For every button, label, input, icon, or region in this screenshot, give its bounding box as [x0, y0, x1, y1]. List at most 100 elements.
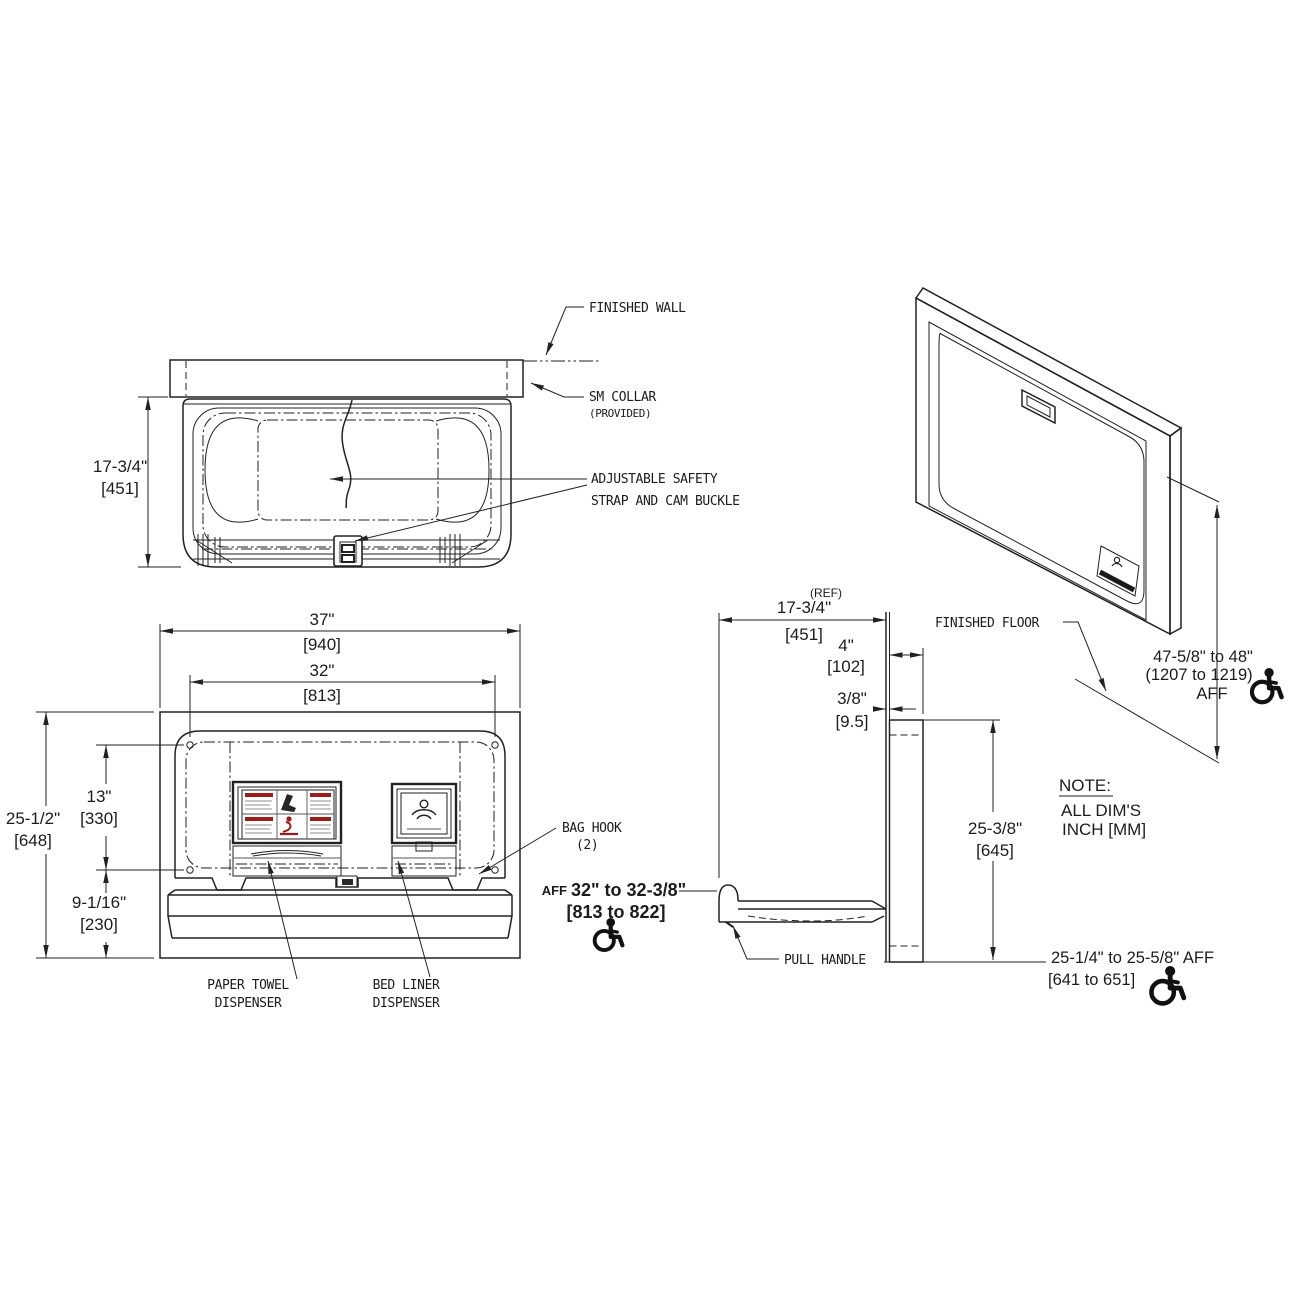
- mounting-hole: [186, 866, 194, 874]
- dim-ref: (REF): [810, 586, 842, 600]
- aff-closed-line1: 47-5/8" to 48": [1153, 648, 1253, 666]
- callout-finished-wall: FINISHED WALL: [545, 301, 687, 356]
- dim-collar-thickness: 3/8" [9.5]: [835, 689, 916, 731]
- note-title: NOTE:: [1059, 776, 1111, 795]
- bed-liner-label-2: DISPENSER: [373, 996, 440, 1011]
- dim-label-mm: [645]: [976, 841, 1014, 860]
- wall-box-profile: [884, 612, 1046, 963]
- dim-label: 37": [310, 610, 335, 629]
- callout-paper-towel: PAPER TOWEL DISPENSER: [207, 860, 298, 1011]
- fall-hazard-pictogram: [280, 816, 298, 836]
- callout-sm-collar: SM COLLAR (PROVIDED): [530, 382, 657, 420]
- tray-well-left: [204, 417, 259, 523]
- dim-box-height: 25-3/8" [645]: [892, 719, 1022, 960]
- aff-prefix: AFF: [542, 883, 567, 898]
- dim-tray-depth: 17-3/4" [451]: [93, 396, 181, 568]
- door-frame-inner: [928, 321, 1147, 621]
- aff-bottom-height: 25-1/4" to 25-5/8" AFF [641 to 651]: [1048, 949, 1214, 1003]
- aff-open-height: AFF 32" to 32-3/8" [813 to 822]: [542, 880, 717, 950]
- dim-label: 17-3/4": [93, 457, 147, 476]
- pull-handle-label: PULL HANDLE: [784, 953, 866, 968]
- dim-label-mm: [102]: [827, 657, 865, 676]
- paper-towel-slot: [232, 845, 342, 877]
- recessed-box: [888, 719, 924, 963]
- dim-label-mm: [940]: [303, 635, 341, 654]
- mounting-hole: [186, 741, 194, 749]
- safety-strap: [341, 399, 353, 509]
- bag-hook-label: BAG HOOK: [562, 821, 622, 836]
- dim-label: 32": [310, 661, 335, 680]
- dim-label: 25-3/8": [968, 819, 1022, 838]
- strap-anchor-left: [195, 534, 233, 566]
- dim-label-mm: [330]: [80, 809, 118, 828]
- dim-label: 13": [87, 787, 112, 806]
- finished-floor-label: FINISHED FLOOR: [935, 616, 1040, 631]
- note-line1: ALL DIM'S: [1061, 801, 1141, 820]
- strap-anchor-right: [439, 534, 489, 566]
- bed-liner-label-1: BED LINER: [373, 978, 440, 993]
- dim-hole-spacing: 32" [813]: [189, 661, 496, 737]
- dim-overall-height: 25-1/2" [648]: [6, 711, 154, 959]
- aff-range: 32" to 32-3/8": [571, 880, 686, 900]
- finished-floor-plane: [1074, 678, 1220, 764]
- baby-logo: [407, 799, 441, 830]
- strap-label-2: STRAP AND CAM BUCKLE: [591, 494, 740, 509]
- cabinet-side-face: [1169, 426, 1182, 636]
- open-tray-profile: [718, 884, 887, 928]
- aff-range-mm: [813 to 822]: [566, 902, 665, 922]
- open-tray-plan: [182, 398, 512, 568]
- door-sticker: [1096, 545, 1140, 597]
- aff-closed-line3: AFF: [1196, 685, 1227, 703]
- dim-label: 9-1/16": [72, 893, 126, 912]
- dim-box-depth: 4" [102]: [827, 636, 924, 714]
- tray-front-edge: [167, 889, 513, 939]
- callout-finished-floor: FINISHED FLOOR: [935, 616, 1107, 692]
- dim-label-mm: [813]: [303, 686, 341, 705]
- paper-towel-label-1: PAPER TOWEL: [207, 978, 289, 993]
- dim-overall-width: 37" [940]: [159, 610, 521, 708]
- perspective-view: 47-5/8" to 48" (1207 to 1219) AFF: [914, 287, 1282, 764]
- callout-bed-liner: BED LINER DISPENSER: [373, 860, 440, 1011]
- dim-lower-holes: 9-1/16" [230]: [72, 870, 126, 958]
- warning-label-window: [231, 780, 343, 845]
- sm-collar-label: SM COLLAR: [589, 390, 656, 405]
- dim-label: 17-3/4": [777, 598, 831, 617]
- mounting-hole: [491, 866, 499, 874]
- recessed-handle: [1021, 388, 1056, 425]
- sm-collar-note: (PROVIDED): [589, 407, 651, 420]
- mattress-area: [257, 419, 439, 521]
- aff-closed-line2: (1207 to 1219): [1145, 666, 1252, 684]
- paper-towel-label-2: DISPENSER: [215, 996, 282, 1011]
- cabinet-front-face: [915, 296, 1171, 636]
- cabinet-top-face: [914, 287, 1183, 437]
- dim-label-mm: [9.5]: [835, 712, 868, 731]
- bed-liner-window: [390, 782, 458, 845]
- dim-label: 4": [838, 636, 854, 655]
- dim-label-mm: [648]: [14, 831, 52, 850]
- side-view: (REF) 17-3/4" [451] 4" [102] 3/8" [9.5] …: [718, 586, 1214, 1003]
- tray-well-right: [435, 417, 490, 523]
- dim-label-mm: [451]: [785, 625, 823, 644]
- door-panel: [938, 332, 1145, 605]
- front-view: 37" [940] 32" [813] 25-1/2" [648] 13" [3…: [6, 610, 717, 1011]
- strap-label-1: ADJUSTABLE SAFETY: [591, 472, 718, 487]
- dim-label: 3/8": [837, 689, 867, 708]
- collar-face: [159, 711, 521, 959]
- dim-label-mm: [451]: [101, 479, 139, 498]
- warning-text-blocks: [245, 793, 331, 836]
- dim-label: 25-1/2": [6, 809, 60, 828]
- dim-label-mm: [230]: [80, 915, 118, 934]
- callout-pull-handle: PULL HANDLE: [732, 925, 866, 968]
- bag-hook-qty: (2): [576, 838, 598, 853]
- callout-safety-strap: ADJUSTABLE SAFETY STRAP AND CAM BUCKLE: [330, 472, 740, 542]
- dim-upper-holes: 13" [330]: [80, 744, 184, 871]
- aff-bottom-range: 25-1/4" to 25-5/8" AFF: [1051, 949, 1214, 967]
- strap-pictogram: [281, 794, 296, 812]
- bed-liner-slot: [391, 841, 457, 877]
- callout-bag-hook: BAG HOOK (2): [478, 821, 622, 875]
- dim-side-depth: (REF) 17-3/4" [451]: [718, 586, 886, 878]
- sm-collar-plan: [169, 359, 524, 398]
- mounting-hole: [491, 741, 499, 749]
